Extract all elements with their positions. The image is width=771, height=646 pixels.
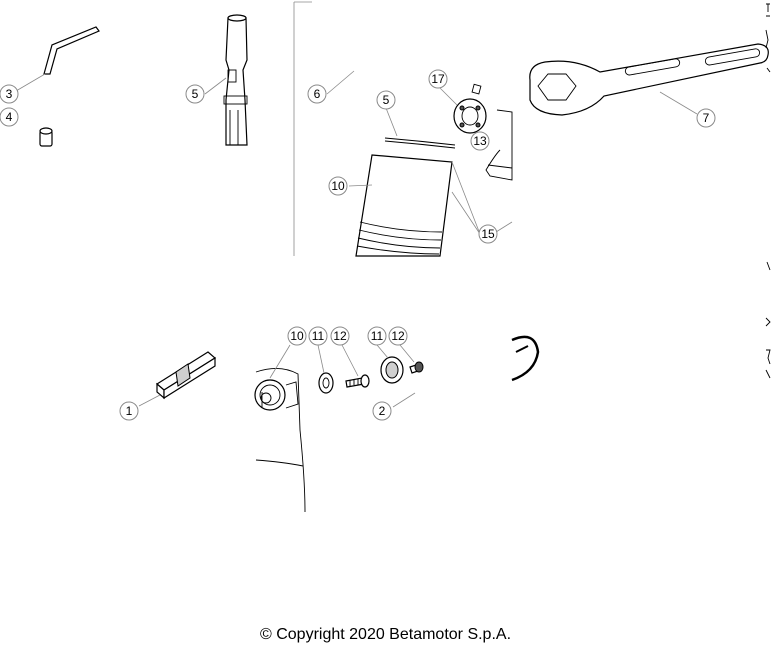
callout-c1: 1 xyxy=(119,401,139,421)
small-clip-part xyxy=(471,83,482,95)
callout-c4: 4 xyxy=(0,107,19,127)
callout-label: 7 xyxy=(703,111,710,125)
callout-c2: 2 xyxy=(372,401,392,421)
callout-label: 15 xyxy=(481,227,495,241)
callout-c11a: 11 xyxy=(308,326,328,346)
callout-circle xyxy=(367,326,387,346)
callout-c11b: 11 xyxy=(367,326,387,346)
callout-c3: 3 xyxy=(0,84,19,104)
callout-label: 12 xyxy=(333,329,347,343)
flange-disc-part xyxy=(453,98,487,134)
callout-circle xyxy=(0,107,19,127)
callout-label: 11 xyxy=(312,329,325,343)
callout-label: 10 xyxy=(290,329,304,343)
callout-c15: 15 xyxy=(478,224,498,244)
callout-label: 11 xyxy=(371,329,384,343)
cropped-fragments xyxy=(511,3,771,382)
callout-circle xyxy=(308,326,328,346)
callout-circle xyxy=(185,84,205,104)
callout-circle xyxy=(696,108,716,128)
callout-label: 13 xyxy=(473,134,487,148)
callout-c17: 17 xyxy=(428,69,448,89)
callout-label: 17 xyxy=(431,72,445,86)
spanner-wrench-part xyxy=(529,43,769,116)
callout-label: 1 xyxy=(126,404,133,418)
screw-part-2 xyxy=(409,361,424,374)
callout-label: 10 xyxy=(331,179,345,193)
callout-circle xyxy=(428,69,448,89)
callout-c12a: 12 xyxy=(330,326,350,346)
small-bushing-part xyxy=(39,127,53,147)
callout-circle xyxy=(307,84,327,104)
callout-c10b: 10 xyxy=(287,326,307,346)
copyright-text: © Copyright 2020 Betamotor S.p.A. xyxy=(259,626,512,643)
socket-wrench-part xyxy=(223,14,248,146)
callout-circle xyxy=(388,326,408,346)
callout-c6: 6 xyxy=(307,84,327,104)
callout-circle xyxy=(328,176,348,196)
callout-circle xyxy=(119,401,139,421)
callout-circle xyxy=(330,326,350,346)
callout-label: 5 xyxy=(192,87,199,101)
filter-cartridge-part xyxy=(355,154,453,257)
callout-label: 6 xyxy=(314,87,321,101)
callout-c12b: 12 xyxy=(388,326,408,346)
callout-label: 4 xyxy=(6,110,13,124)
washer-part xyxy=(318,372,334,394)
callout-c10a: 10 xyxy=(328,176,348,196)
engine-cover-part xyxy=(254,368,306,513)
callout-circle xyxy=(478,224,498,244)
callout-label: 2 xyxy=(379,404,386,418)
callout-circle xyxy=(470,131,490,151)
o-ring-part xyxy=(384,137,456,149)
callout-label: 12 xyxy=(391,329,405,343)
callout-circle xyxy=(376,90,396,110)
callout-c5a: 5 xyxy=(185,84,205,104)
callout-circle xyxy=(372,401,392,421)
callout-c13: 13 xyxy=(470,131,490,151)
key-block-part xyxy=(155,351,217,400)
callout-circle xyxy=(287,326,307,346)
housing-fragment-part xyxy=(485,109,513,181)
callout-label: 5 xyxy=(383,93,390,107)
callout-c7: 7 xyxy=(696,108,716,128)
callout-label: 3 xyxy=(6,87,13,101)
washer-part-2 xyxy=(380,356,404,384)
callout-c5b: 5 xyxy=(376,90,396,110)
callout-circle xyxy=(0,84,19,104)
hex-key-part xyxy=(43,26,100,75)
screw-part xyxy=(345,374,370,388)
